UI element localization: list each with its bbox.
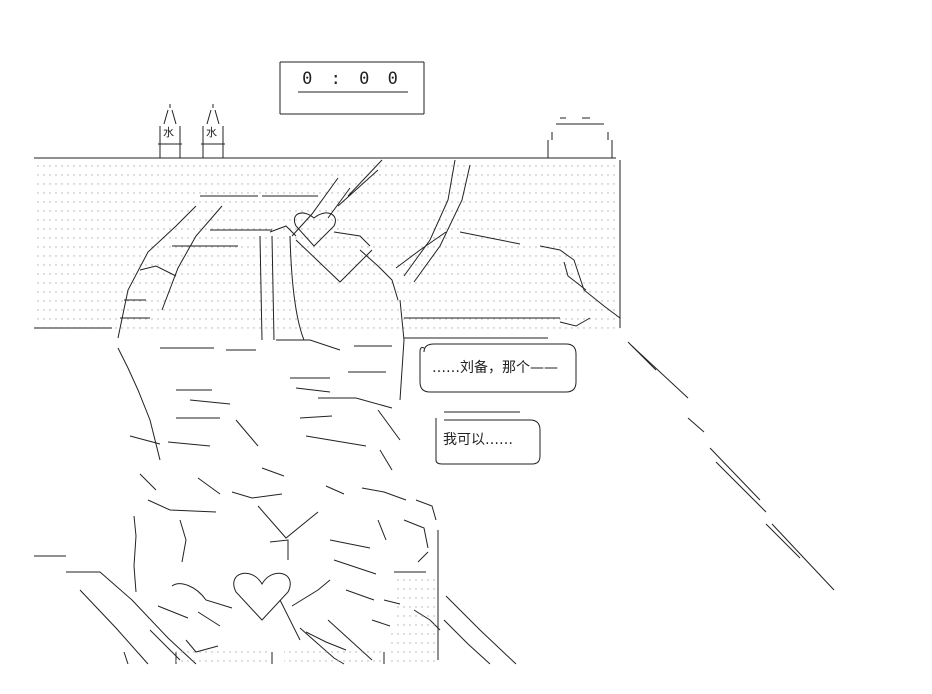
dialogue-line: 我可以…… <box>443 432 513 448</box>
character-figure <box>34 159 621 665</box>
speech-bubble <box>435 411 541 465</box>
timer-frame <box>279 61 425 115</box>
dialogue-line: ……刘备，那个—— <box>432 360 558 376</box>
timer-display: 0 : 0 0 <box>302 69 402 89</box>
bottle-label: 水 <box>206 126 217 139</box>
water-bottle-icon <box>158 104 225 158</box>
table-surface <box>34 160 620 335</box>
bottle-label: 水 <box>163 126 174 139</box>
speed-lines <box>627 341 835 591</box>
box-on-table <box>547 117 613 158</box>
clothing-pattern <box>176 576 436 664</box>
speech-bubble <box>419 343 577 393</box>
table-edge <box>34 157 621 339</box>
